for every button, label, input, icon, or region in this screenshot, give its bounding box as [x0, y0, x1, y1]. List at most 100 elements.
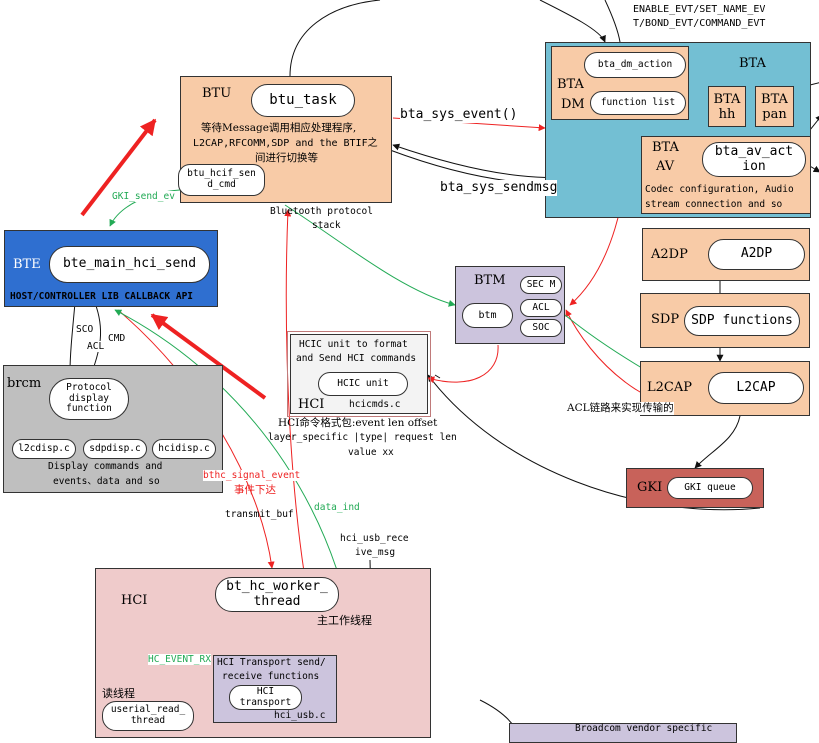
sdp-label: SDP [651, 312, 680, 327]
edge-l2cap-gki [694, 415, 741, 469]
brcm-block: brcm Protocol display function l2cdisp.c… [3, 365, 223, 493]
btm-acl: ACL [520, 299, 562, 317]
btu-task: btu_task [251, 84, 355, 117]
top-right-label-2: T/BOND_EVT/COMMAND_EVT [633, 18, 766, 29]
hci-block: HCI bt_hc_worker_ thread 主工作线程 HCI Trans… [95, 568, 431, 738]
label-usb-recv-1: hci_usb_rece [340, 533, 409, 544]
btm-block: BTM btm SEC M ACL SOC [455, 266, 565, 344]
hci-transport: HCI transport [229, 685, 302, 710]
a2dp-block: A2DP A2DP [642, 228, 810, 281]
brcm-label: brcm [7, 376, 42, 391]
bta-hh-line1: BTA [713, 91, 741, 107]
hci-worker-line1: bt_hc_worker_ [226, 578, 328, 594]
a2dp-function: A2DP [708, 239, 805, 270]
hci-usb-file: hci_usb.c [274, 710, 326, 721]
bte-label: BTE [13, 257, 41, 272]
label-acl-link: ACL链路来实现传输的 [567, 402, 674, 415]
label-bt-stack-1: Bluetooth protocol [270, 206, 373, 217]
bte-block: BTE bte_main_hci_send HOST/CONTROLLER LI… [4, 230, 218, 307]
btm-soc: SOC [520, 319, 562, 337]
btm-sec-m: SEC M [520, 276, 562, 294]
btu-hcif-send-cmd: btu_hcif_sen d_cmd [178, 164, 265, 196]
edge-bte-brcm [66, 302, 76, 373]
edge-right-2 [809, 114, 819, 131]
brcm-protocol-display: Protocol display function [49, 378, 129, 420]
a2dp-label: A2DP [651, 247, 688, 262]
label-usb-recv-2: ive_msg [355, 547, 396, 558]
label-format-1: HCI命令格式包:event len offset [278, 417, 438, 429]
bta-hh-block: BTA hh [708, 86, 746, 127]
btu-block: BTU btu_task 等待Message调用相应处理程序, L2CAP,RF… [178, 76, 392, 203]
btu-hcif-line2: d_cmd [207, 179, 236, 190]
l2cap-label: L2CAP [647, 380, 692, 395]
bta-title: BTA [739, 56, 766, 71]
label-bt-stack-2: stack [312, 220, 341, 231]
hci-transport-block: HCI Transport send/ receive functions HC… [213, 655, 337, 723]
brcm-proto-line1: Protocol [66, 381, 112, 393]
edge-top-right2 [604, 0, 621, 43]
btm-function: btm [462, 303, 513, 328]
hcic-desc-1: HCIC unit to format [299, 339, 408, 350]
hci-main-thread: 主工作线程 [317, 614, 372, 627]
label-transmit-buf: transmit_buf [225, 509, 294, 520]
label-sys-sendmsg: bta_sys_sendmsg [440, 180, 558, 196]
bta-dm-label-1: BTA [557, 77, 584, 92]
broadcom-vendor-block: Broadcom vendor specific [509, 723, 737, 743]
brcm-l2cdisp: l2cdisp.c [12, 439, 76, 459]
label-gki-send: GKI_send_ev [112, 191, 175, 203]
edge-btm-bta [434, 374, 441, 379]
sdp-block: SDP SDP functions [640, 293, 810, 348]
edge-btu-btm [284, 204, 456, 307]
label-format-3: value xx [348, 447, 394, 458]
hci-transport-line1: HCI [256, 686, 275, 698]
btu-desc-2: L2CAP,RFCOMM,SDP and the BTIF之 [193, 138, 378, 149]
l2cap-function: L2CAP [708, 372, 804, 404]
brcm-desc-1: Display commands and [48, 461, 163, 472]
userial-read-thread: userial_read_ thread [102, 701, 194, 731]
bte-main-hci-send: bte_main_hci_send [49, 246, 210, 283]
label-signal-2: 事件下达 [234, 484, 276, 496]
edge-right-1 [809, 82, 819, 86]
edge-top-arc [289, 0, 381, 77]
btu-title: BTU [202, 86, 232, 101]
bta-pan-line2: pan [762, 106, 787, 122]
gki-label: GKI [637, 480, 663, 495]
bta-dm-action: bta_dm_action [584, 52, 686, 78]
hci-transport-desc-1: HCI Transport send/ [217, 657, 326, 668]
brcm-sdpdisp: sdpdisp.c [83, 439, 147, 459]
hci-transport-line2: transport [239, 696, 292, 708]
label-sco: SCO [76, 324, 94, 336]
brcm-desc-2: events、data and so [53, 476, 160, 487]
bta-function-list: function list [590, 91, 686, 115]
bta-av-desc-1: Codec configuration, Audio [645, 184, 794, 195]
btu-desc-1: 等待Message调用相应处理程序, [201, 122, 357, 134]
bta-dm-label-2: DM [561, 97, 585, 112]
bta-av-action-line2: ion [742, 158, 766, 174]
edge-bte-brcm2 [91, 302, 101, 373]
bte-api: HOST/CONTROLLER LIB CALLBACK API [10, 291, 194, 302]
label-data-ind: data_ind [314, 502, 360, 514]
label-acl: ACL [87, 341, 105, 353]
brcm-hcidisp: hcidisp.c [152, 439, 216, 459]
hci-read-thread: 读线程 [102, 687, 135, 700]
broadcom-vendor-label: Broadcom vendor specific [575, 723, 713, 734]
bta-pan-block: BTA pan [755, 86, 794, 127]
label-signal-1: bthc_signal_event [203, 470, 301, 482]
hcic-file: hcicmds.c [349, 399, 401, 410]
btm-label: BTM [474, 273, 506, 288]
userial-line1: userial_read_ [110, 704, 186, 716]
bta-av-block: BTA AV bta_av_act ion Codec configuratio… [641, 136, 811, 214]
hci-worker-line2: thread [253, 593, 301, 609]
hcic-unit: HCIC unit [318, 372, 408, 396]
label-hc-event-rx: HC_EVENT_RX [148, 654, 211, 666]
bta-av-desc-2: stream connection and so [645, 199, 783, 210]
sdp-functions: SDP functions [684, 306, 800, 336]
brcm-proto-line3: function [66, 403, 112, 415]
bta-av-action: bta_av_act ion [702, 142, 806, 177]
edge-top-right [539, 0, 606, 43]
bta-av-action-line1: bta_av_act [714, 143, 794, 159]
hci-label: HCI [121, 593, 148, 608]
hcic-label: HCI [298, 397, 325, 412]
hci-transport-desc-2: receive functions [222, 671, 320, 682]
top-right-label-1: ENABLE_EVT/SET_NAME_EV [633, 4, 766, 15]
